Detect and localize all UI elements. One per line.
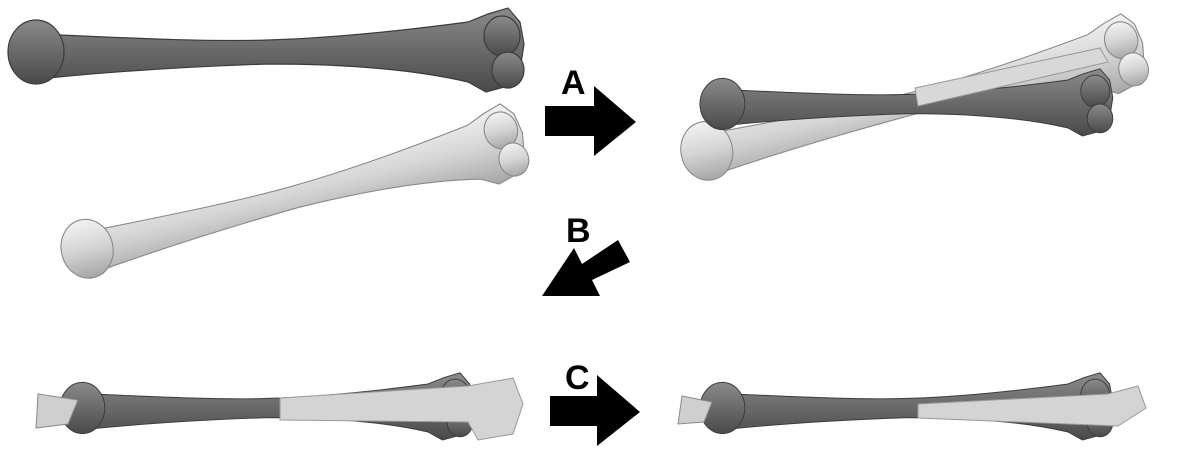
registered-bones-step-c: [678, 373, 1146, 440]
step-label-b: B: [566, 214, 591, 248]
step-label-a: A: [561, 66, 586, 100]
arrow-c-icon: [550, 375, 640, 446]
reference-bone: [8, 8, 524, 92]
registered-bones-step-b: [36, 373, 523, 440]
overlaid-bones-initial: [673, 10, 1153, 192]
arrow-a-icon: [545, 86, 636, 156]
target-bone: [52, 100, 533, 290]
step-label-c: C: [565, 361, 590, 395]
